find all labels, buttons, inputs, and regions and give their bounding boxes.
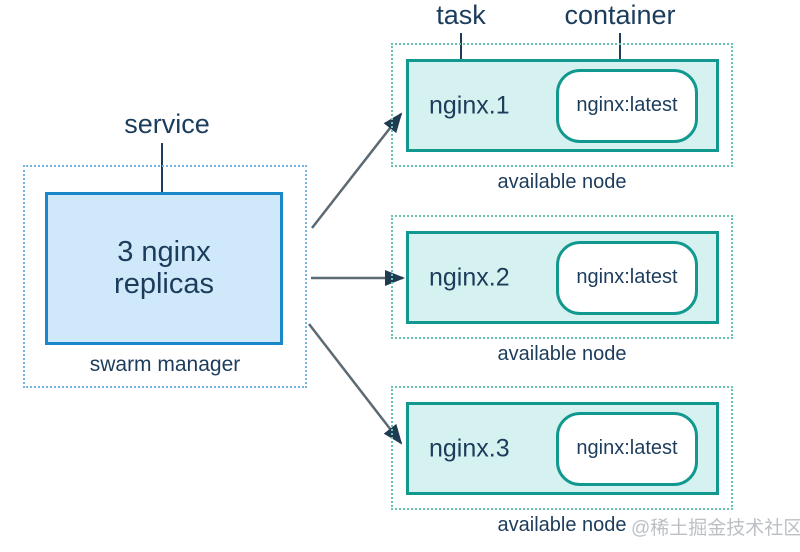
container-label: container	[564, 0, 676, 30]
service-box: 3 nginx replicas	[45, 192, 283, 345]
container-pill-3: nginx:latest	[556, 411, 698, 486]
available-node-caption-1: available node	[497, 171, 627, 193]
available-node-caption-3: available node	[497, 514, 627, 536]
container-pill-1: nginx:latest	[556, 68, 698, 143]
arrow-to-node-3	[308, 323, 403, 445]
container-image-1: nginx:latest	[576, 94, 678, 116]
service-label: service	[124, 109, 210, 139]
container-pill-2: nginx:latest	[556, 240, 698, 315]
watermark-text: @稀土掘金技术社区	[631, 518, 800, 539]
arrow-to-node-1	[311, 112, 403, 229]
task-name-1: nginx.1	[429, 91, 510, 119]
node-box-1: nginx.1 nginx:latest	[406, 59, 719, 152]
node-box-3: nginx.3 nginx:latest	[406, 402, 719, 495]
node-group-2: nginx.2 nginx:latest	[391, 215, 733, 339]
task-name-3: nginx.3	[429, 434, 510, 462]
container-image-3: nginx:latest	[576, 437, 678, 459]
service-box-text: 3 nginx replicas	[114, 235, 214, 300]
container-image-2: nginx:latest	[576, 266, 678, 288]
swarm-manager-dotted-box	[23, 165, 307, 388]
node-group-1: nginx.1 nginx:latest	[391, 43, 733, 167]
swarm-manager-caption: swarm manager	[89, 353, 241, 376]
task-label: task	[436, 0, 486, 30]
node-group-3: nginx.3 nginx:latest	[391, 386, 733, 510]
available-node-caption-2: available node	[497, 343, 627, 365]
node-box-2: nginx.2 nginx:latest	[406, 231, 719, 324]
task-name-2: nginx.2	[429, 263, 510, 291]
